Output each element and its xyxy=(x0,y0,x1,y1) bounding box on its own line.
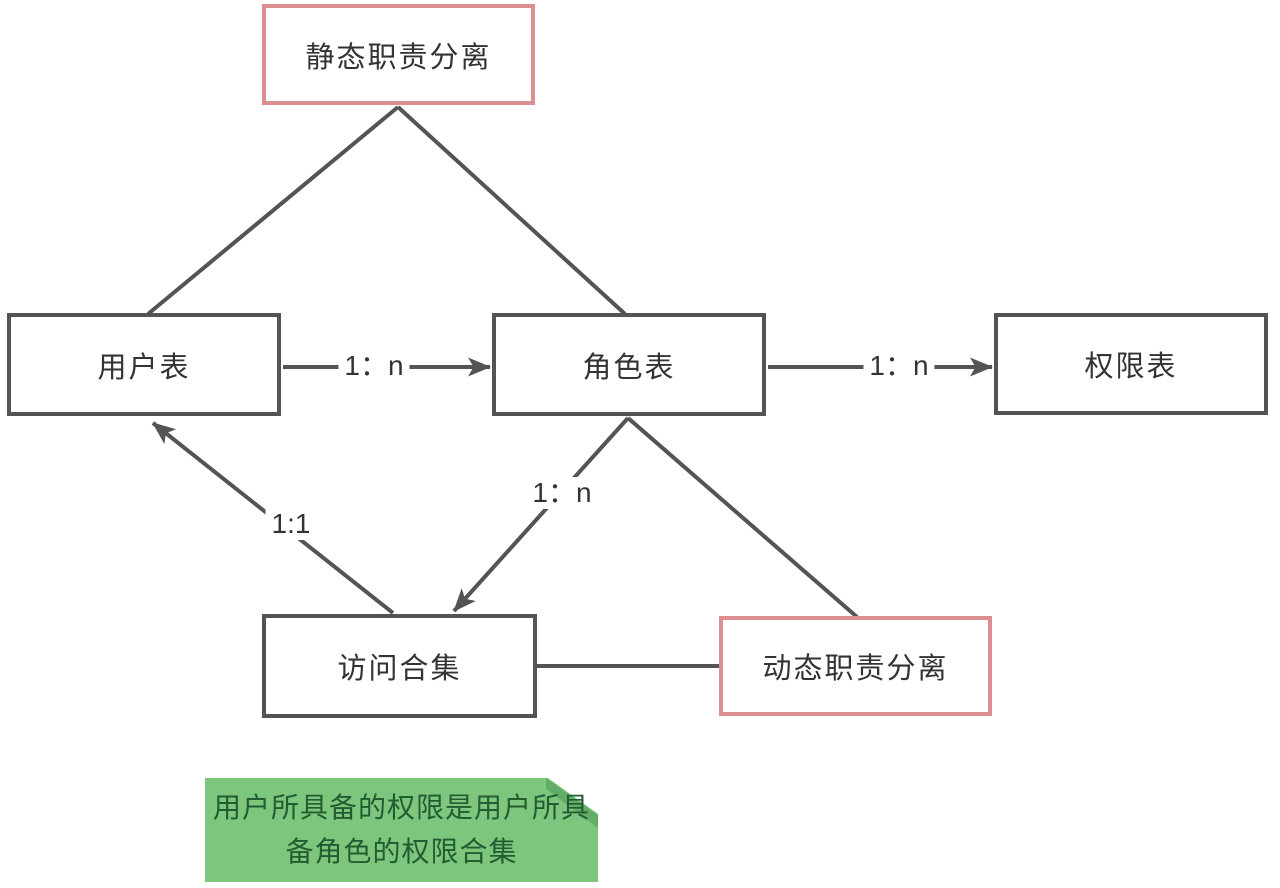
edge-label-role-to-access: 1：n xyxy=(526,477,598,509)
edge-roletable-to-accessset-arrow xyxy=(452,416,630,613)
edge-label-role-to-perm: 1：n xyxy=(863,350,935,382)
box-role-table: 角色表 xyxy=(492,313,766,416)
box-access-set: 访问合集 xyxy=(262,614,537,718)
box-user-table: 用户表 xyxy=(7,313,281,416)
edge-label-user-to-role: 1：n xyxy=(338,350,410,382)
box-user-table-label: 用户表 xyxy=(97,351,191,384)
note-folded-corner xyxy=(546,778,598,828)
note-text: 用户所具备的权限是用户所具 备角色的权限合集 xyxy=(205,778,598,882)
box-static-separation-of-duties-label: 静态职责分离 xyxy=(305,41,492,74)
box-access-set-label: 访问合集 xyxy=(337,653,462,685)
edge-roletable-to-dynamicsod xyxy=(626,416,859,619)
box-dynamic-separation-of-duties: 动态职责分离 xyxy=(719,616,992,716)
note-user-permissions: 用户所具备的权限是用户所具 备角色的权限合集 xyxy=(205,778,598,882)
note-text-line2: 备角色的权限合集 xyxy=(285,836,518,867)
note-shape xyxy=(205,778,598,882)
box-permission-table-label: 权限表 xyxy=(1084,351,1178,383)
box-dynamic-separation-of-duties-label: 动态职责分离 xyxy=(762,653,949,685)
note-body xyxy=(205,778,598,882)
edge-staticsod-to-usertable xyxy=(146,105,400,316)
note-text-line1: 用户所具备的权限是用户所具 xyxy=(212,791,590,823)
box-role-table-label: 角色表 xyxy=(582,351,676,384)
box-static-separation-of-duties: 静态职责分离 xyxy=(262,4,535,105)
edge-label-access-to-user: 1:1 xyxy=(265,508,317,540)
edge-staticsod-to-roletable xyxy=(396,105,627,316)
box-permission-table: 权限表 xyxy=(994,313,1268,415)
